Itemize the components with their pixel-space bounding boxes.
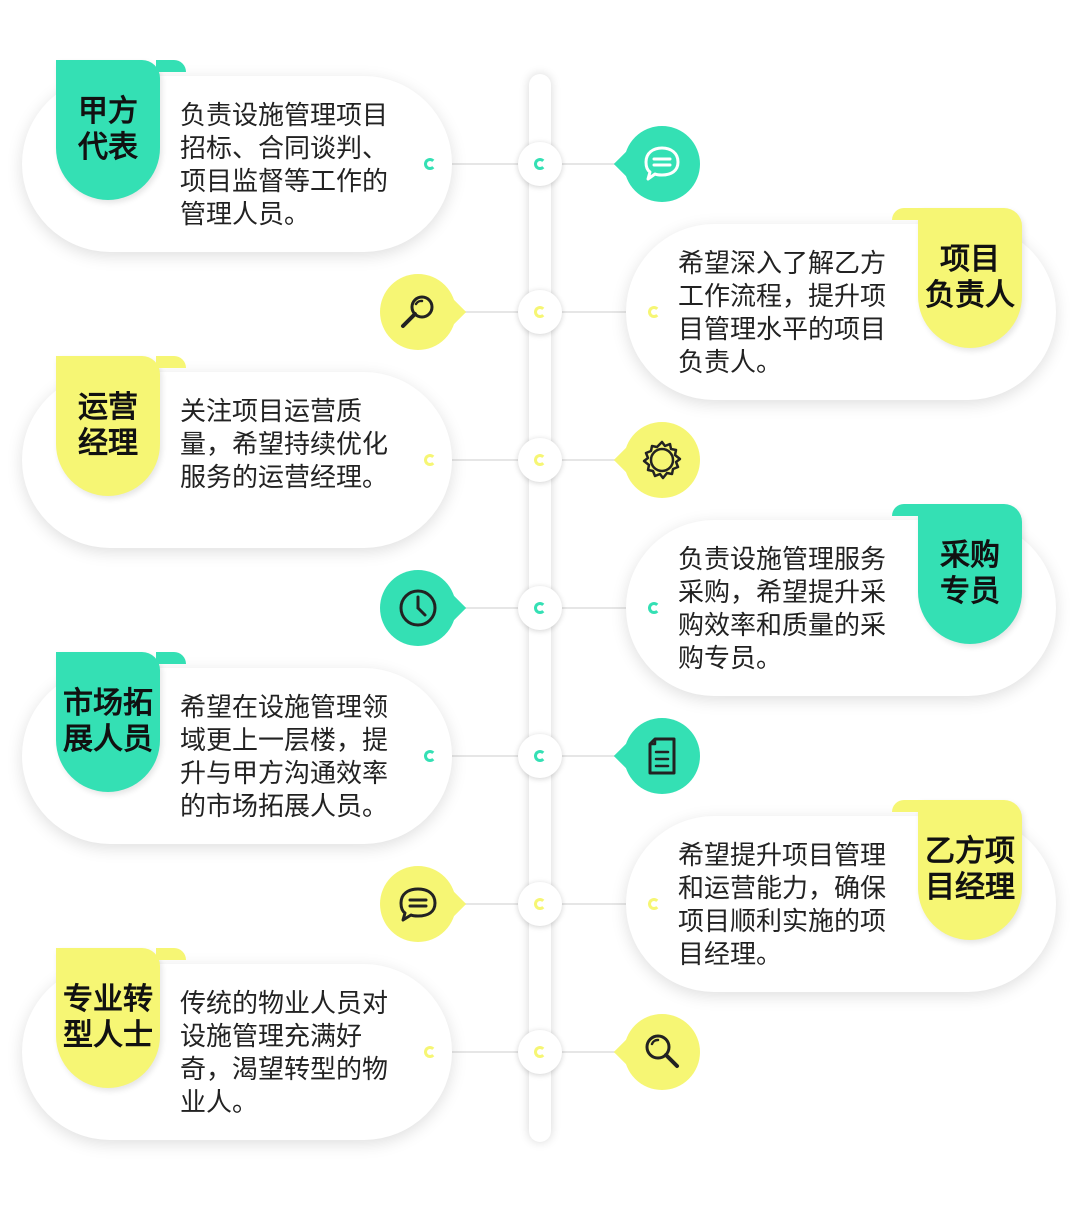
role-description: 希望在设施管理领域更上一层楼，提升与甲方沟通效率的市场拓展人员。 (180, 693, 389, 822)
role-description: 希望提升项目管理和运营能力，确保项目顺利实施的项目经理。 (678, 841, 887, 970)
timeline-node-dot (534, 158, 546, 170)
icon-bubble (613, 718, 700, 794)
bubble-disc (624, 718, 700, 794)
connector-dot (424, 750, 436, 762)
role-card: 项目 负责人希望深入了解乙方工作流程，提升项目管理水平的项目负责人。 (626, 208, 1056, 400)
icon-bubble (380, 274, 467, 350)
timeline-node (518, 438, 562, 482)
tag-fold (156, 356, 186, 368)
icon-bubble (380, 570, 467, 646)
role-description: 负责设施管理项目招标、合同谈判、项目监督等工作的管理人员。 (180, 101, 389, 230)
role-description: 负责设施管理服务采购，希望提升采购效率和质量的采购专员。 (678, 545, 887, 674)
role-card: 市场拓 展人员希望在设施管理领域更上一层楼，提升与甲方沟通效率的市场拓展人员。 (22, 652, 452, 844)
role-title: 项目 负责人 (925, 242, 1015, 313)
role-card: 专业转 型人士传统的物业人员对设施管理充满好奇，渴望转型的物业人。 (22, 948, 452, 1140)
icon-bubble (613, 1014, 700, 1090)
tag-fold (156, 948, 186, 960)
role-title: 专业转 型人士 (63, 982, 153, 1053)
timeline-node (518, 586, 562, 630)
tag-fold (156, 652, 186, 664)
tag-fold (892, 504, 922, 516)
role-title: 采购 专员 (940, 538, 1000, 609)
timeline-node-dot (534, 306, 546, 318)
timeline-node-dot (534, 602, 546, 614)
role-tag: 运营 经理 (56, 356, 186, 496)
role-tag: 乙方项 目经理 (892, 800, 1022, 940)
role-tag: 甲方 代表 (56, 60, 186, 200)
role-card: 甲方 代表负责设施管理项目招标、合同谈判、项目监督等工作的管理人员。 (22, 60, 452, 252)
role-card: 乙方项 目经理希望提升项目管理和运营能力，确保项目顺利实施的项目经理。 (626, 800, 1056, 992)
icon-bubble (613, 422, 700, 498)
timeline-node (518, 142, 562, 186)
connector-dot (648, 898, 660, 910)
icon-bubble (380, 866, 467, 942)
timeline-node-dot (534, 898, 546, 910)
connector-dot (648, 602, 660, 614)
timeline-node-dot (534, 454, 546, 466)
role-description: 传统的物业人员对设施管理充满好奇，渴望转型的物业人。 (180, 989, 389, 1118)
bubble-disc (624, 1014, 700, 1090)
role-title: 市场拓 展人员 (63, 686, 153, 757)
role-description: 希望深入了解乙方工作流程，提升项目管理水平的项目负责人。 (678, 249, 887, 378)
timeline-node (518, 882, 562, 926)
tag-fold (892, 800, 922, 812)
bubble-disc (380, 274, 456, 350)
connector-dot (648, 306, 660, 318)
role-description: 关注项目运营质量，希望持续优化服务的运营经理。 (180, 397, 389, 493)
role-card: 采购 专员负责设施管理服务采购，希望提升采购效率和质量的采购专员。 (626, 504, 1056, 696)
timeline-node-dot (534, 1046, 546, 1058)
timeline-node-dot (534, 750, 546, 762)
role-title: 甲方 代表 (78, 94, 138, 165)
role-title: 运营 经理 (78, 390, 138, 461)
role-tag: 专业转 型人士 (56, 948, 186, 1088)
connector-dot (424, 158, 436, 170)
tag-fold (156, 60, 186, 72)
timeline-node (518, 290, 562, 334)
bubble-disc (380, 866, 456, 942)
connector-dot (424, 1046, 436, 1058)
bubble-disc (624, 422, 700, 498)
timeline-node (518, 734, 562, 778)
connector-dot (424, 454, 436, 466)
icon-bubble (613, 126, 700, 202)
tag-fold (892, 208, 922, 220)
role-tag: 市场拓 展人员 (56, 652, 186, 792)
timeline-node (518, 1030, 562, 1074)
role-title: 乙方项 目经理 (925, 834, 1015, 905)
role-tag: 采购 专员 (892, 504, 1022, 644)
role-card: 运营 经理关注项目运营质量，希望持续优化服务的运营经理。 (22, 356, 452, 548)
role-tag: 项目 负责人 (892, 208, 1022, 348)
